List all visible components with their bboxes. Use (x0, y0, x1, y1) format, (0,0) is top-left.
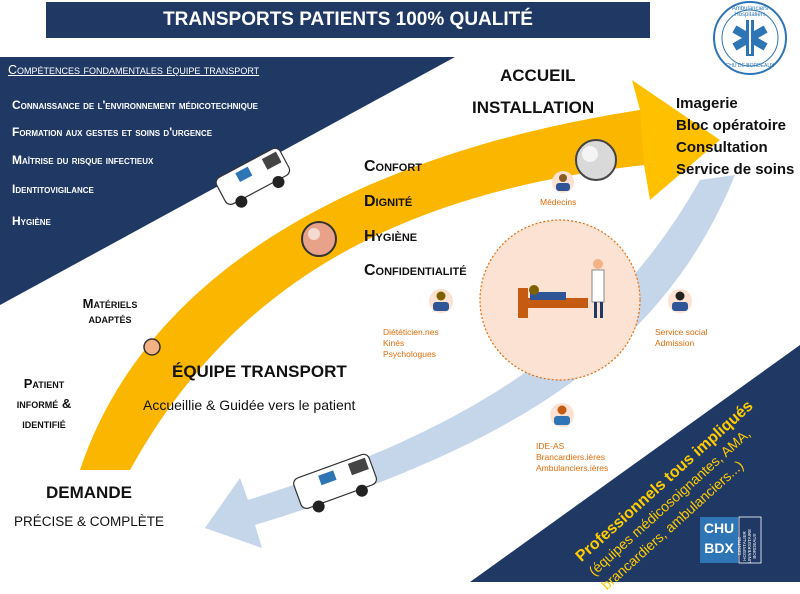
ambulanciers-logo-sub: CHU DE BORDEAUX (725, 63, 775, 69)
chu-logo-side: CENTRE HOSPITALIER UNIVERSITAIRE BORDEAU… (737, 528, 757, 564)
bubble-small (143, 338, 161, 356)
destination-imagerie: Imagerie (676, 95, 738, 112)
competence-item: Identitovigilance (12, 182, 94, 196)
stage-equipe-sub: Accueillie & Guidée vers le patient (143, 397, 356, 413)
stage-accueil: ACCUEIL (500, 66, 576, 85)
competence-item: Connaissance de l'environnement médicote… (12, 98, 258, 112)
main-arrow (80, 80, 720, 470)
stage-demande-sub: PRÉCISE & COMPLÈTE (14, 514, 165, 529)
avatar-dieteticien (429, 289, 453, 313)
ambulanciers-logo-text: Ambulanciers Hospitaliers (731, 6, 769, 18)
stage-demande: DEMANDE (46, 483, 132, 502)
bubble-medium (301, 221, 337, 257)
stage-installation: INSTALLATION (472, 98, 595, 117)
destination-service: Service de soins (676, 161, 795, 178)
page-title: TRANSPORTS PATIENTS 100% QUALITÉ (46, 2, 650, 38)
chu-logo (700, 516, 762, 564)
value-dignite: Dignité (364, 193, 413, 210)
competence-item: Maîtrise du risque infectieux (12, 153, 154, 167)
ambulance-bottom (293, 453, 378, 513)
ambulanciers-logo (713, 1, 787, 75)
destination-consultation: Consultation (676, 139, 768, 156)
competences-title: Compétences fondamentales équipe transpo… (8, 63, 260, 77)
background-shapes (0, 1, 800, 582)
destination-bloc: Bloc opératoire (676, 117, 787, 134)
return-arrow (205, 175, 735, 548)
bubble-large (575, 139, 617, 181)
competence-item: Hygiène (12, 214, 51, 228)
value-confidentialite: Confidentialité (364, 262, 467, 279)
value-hygiene: Hygiène (364, 228, 418, 245)
patient-bed (518, 259, 605, 318)
avatar-medecins (552, 171, 574, 193)
chu-logo-line1: CHU (703, 520, 735, 536)
competence-item: Formation aux gestes et soins d'urgence (12, 125, 213, 139)
value-confort: Confort (364, 158, 422, 175)
staff-medecins: Médecins (540, 197, 577, 207)
chu-logo-line2: BDX (704, 540, 734, 556)
avatar-service-social (668, 289, 692, 313)
stage-equipe: ÉQUIPE TRANSPORT (172, 362, 347, 381)
ambulance-top (215, 147, 291, 208)
avatar-ide (550, 403, 574, 427)
